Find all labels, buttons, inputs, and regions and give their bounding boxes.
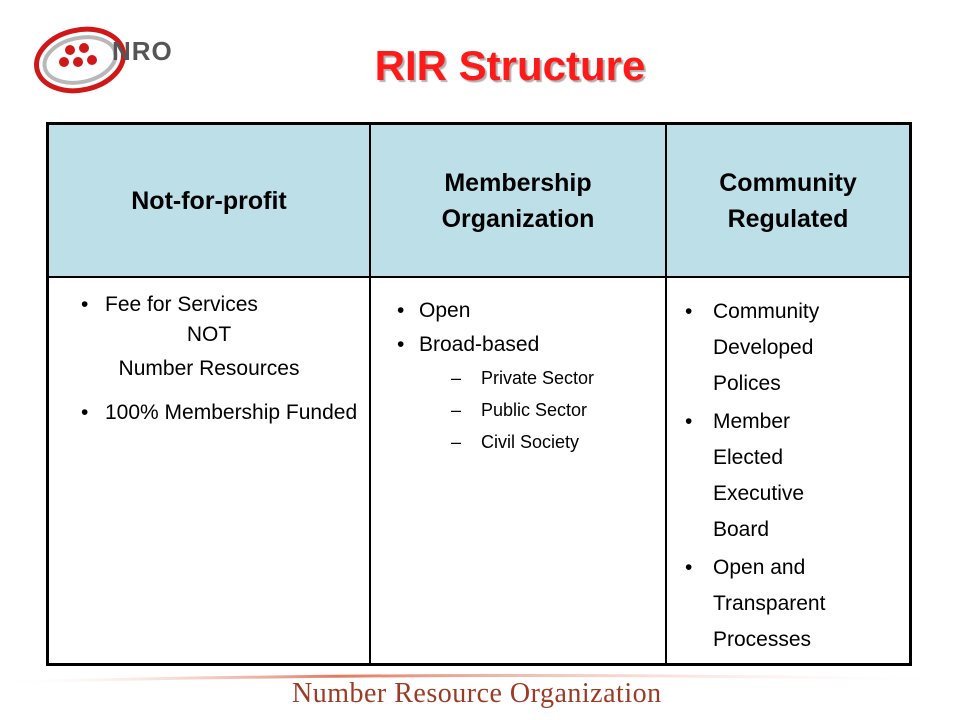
list-item: Community Developed Polices <box>679 294 863 402</box>
list-item: Broad-based <box>389 328 665 362</box>
logo-text: NRO <box>112 36 173 66</box>
list-item-text: Number Resources <box>118 357 300 380</box>
footer-organization-name: Number Resource Organization <box>292 678 662 709</box>
footer-swoosh-icon <box>0 673 960 684</box>
list-item: Open and Transparent Processes <box>679 550 883 658</box>
page-title: RIR Structure <box>374 42 646 89</box>
list-item-text: NOT <box>186 323 232 346</box>
nro-swirl-logo-icon <box>34 26 126 94</box>
list-item: Member Elected Executive Board <box>679 404 863 548</box>
header-not-for-profit: Not-for-profit <box>49 125 369 278</box>
cell-not-for-profit: Fee for Services NOT Number Resources 10… <box>49 278 369 663</box>
header-membership-organization: Membership Organization <box>369 125 665 278</box>
list-item: Fee for Services <box>49 292 369 318</box>
sub-list-item: Public Sector <box>389 394 665 426</box>
cell-membership-organization: Open Broad-based Private Sector Public S… <box>369 278 665 663</box>
sub-list-item: Civil Society <box>389 426 665 458</box>
cell-community-regulated: Community Developed Polices Member Elect… <box>665 278 909 663</box>
list-item: 100% Membership Funded <box>49 400 369 426</box>
list-item: Open <box>389 294 665 328</box>
header-community-regulated: Community Regulated <box>665 125 909 278</box>
rir-structure-table: Not-for-profit Membership Organization C… <box>46 122 912 666</box>
sub-list-item: Private Sector <box>389 362 665 394</box>
